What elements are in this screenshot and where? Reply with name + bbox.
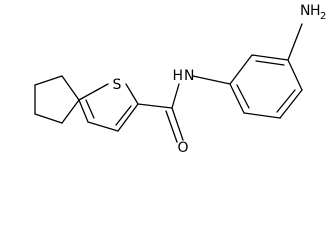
bond-c5-c4	[117, 103, 139, 132]
bond-c1-c2	[34, 75, 63, 86]
bond-carbonyl-oxygen	[171, 107, 184, 141]
bond-carbonyl-oxygen-inner	[165, 110, 178, 143]
bond-ar3-amine	[287, 23, 303, 61]
bond-ar6-ar1	[229, 83, 245, 114]
atom-labels: S H N O N H 2	[113, 3, 327, 155]
amine-hydrogen-label: H	[310, 3, 321, 19]
bond-c4-c3a	[87, 121, 119, 132]
aminophenyl-ring	[192, 23, 303, 119]
amine-hydrogen-count-label: 2	[320, 11, 326, 22]
bond-c5-carbonyl	[137, 103, 173, 109]
bond-ar5-ar6	[243, 112, 281, 119]
cyclopentane-ring	[34, 75, 80, 124]
amide-hydrogen-label: H	[172, 68, 183, 84]
bond-ar3-ar4	[287, 59, 303, 91]
bond-c3a-c6a-inner	[85, 99, 95, 119]
thiophene-ring	[61, 75, 139, 132]
bond-c5-c4-inner	[115, 105, 132, 126]
bond-ar2-ar3	[251, 54, 289, 61]
bond-c1-c6a	[61, 75, 80, 101]
bond-ar6-ar1-inner	[236, 84, 250, 109]
bond-ar1-ar2	[229, 54, 253, 85]
bond-c3a-c6a	[78, 99, 89, 123]
bond-c4-c4a	[61, 99, 80, 124]
bond-carbonyl-nitrogen	[171, 83, 180, 109]
bond-ar4-ar5-inner	[276, 89, 296, 113]
bond-ar2-ar3-inner	[255, 60, 285, 66]
molecule-structure-diagram: S H N O N H 2	[34, 3, 327, 155]
bond-sulfur-c5	[125, 83, 139, 105]
carboxamide-group	[137, 83, 184, 143]
bond-ar4-ar5	[279, 89, 303, 119]
bond-c3-c4	[34, 113, 63, 124]
carbonyl-oxygen-label: O	[177, 140, 188, 155]
amide-nitrogen-label: N	[184, 68, 194, 84]
bond-c6a-sulfur	[78, 83, 109, 101]
sulfur-label: S	[113, 77, 122, 93]
bond-nitrogen-aryl	[192, 75, 231, 85]
amine-nitrogen-label: N	[300, 3, 310, 19]
